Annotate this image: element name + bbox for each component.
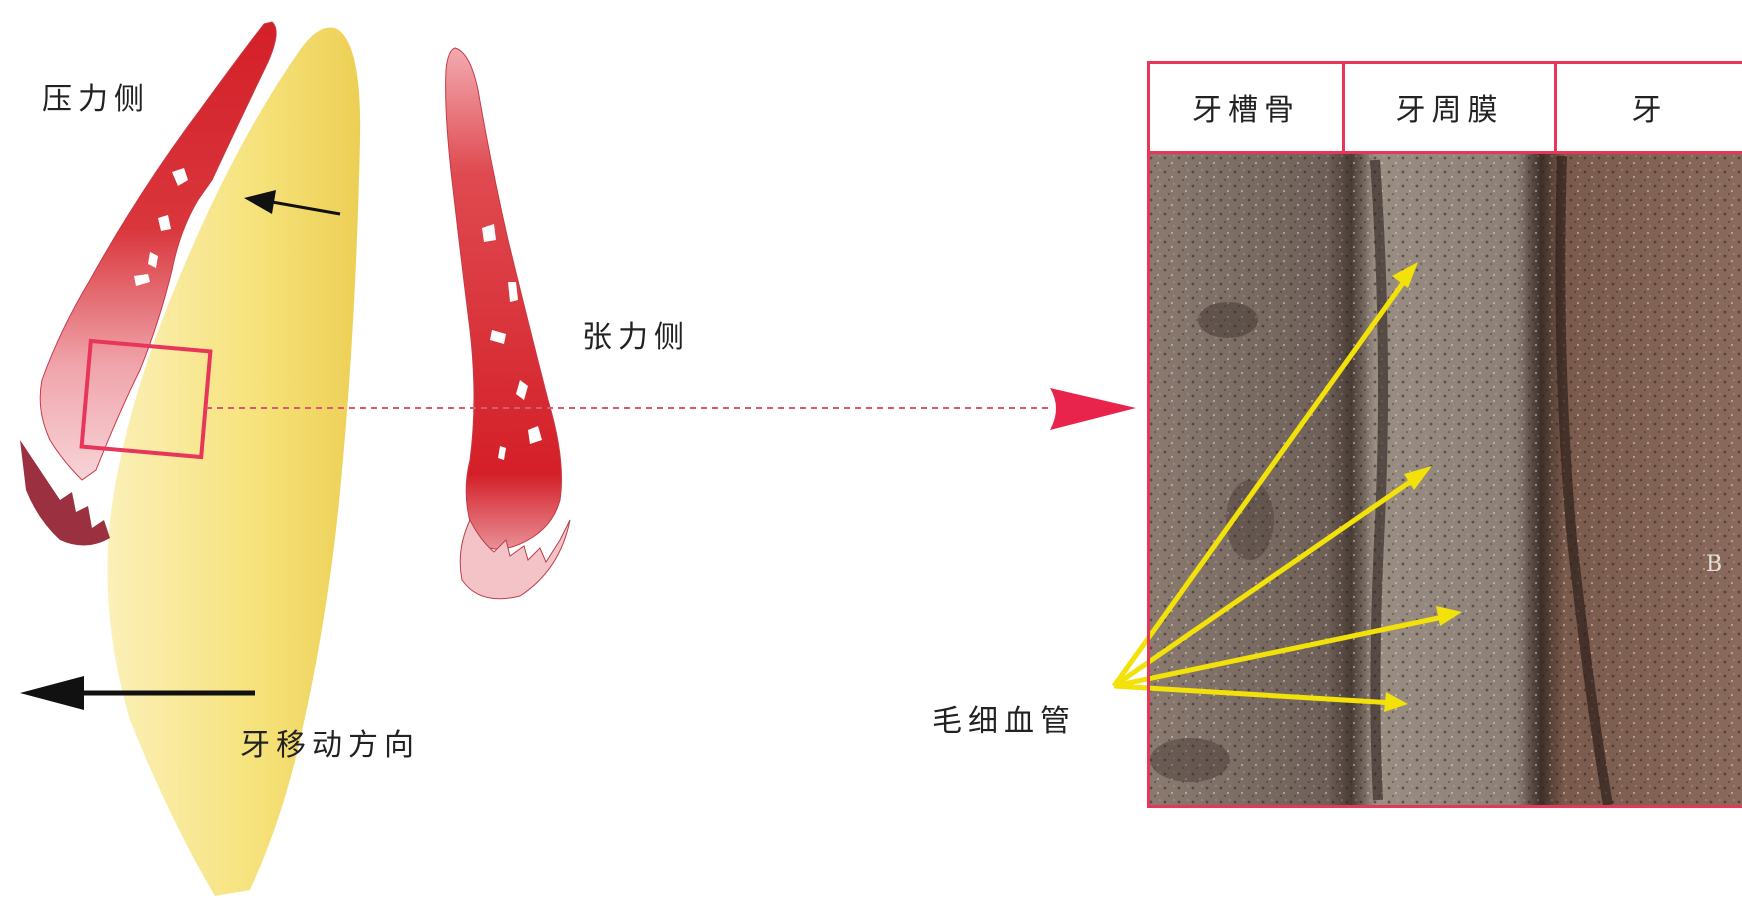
micrograph-frame <box>1147 61 1742 808</box>
connector-arrowhead <box>1050 388 1136 430</box>
header-periodontal-membrane: 牙周膜 <box>1345 62 1554 152</box>
tension-side-bone <box>446 48 562 549</box>
pressure-side-label: 压力侧 <box>42 74 150 118</box>
header-alveolar-bone: 牙槽骨 <box>1150 62 1342 152</box>
tooth-root-shape <box>108 27 361 896</box>
movement-direction-label: 牙移动方向 <box>240 720 420 764</box>
capillaries-label: 毛细血管 <box>932 696 1076 740</box>
tension-side-label: 张力侧 <box>582 312 690 356</box>
marker-b-label: B <box>1706 552 1722 577</box>
movement-arrowhead <box>20 676 84 710</box>
header-tooth: 牙 <box>1557 62 1742 152</box>
